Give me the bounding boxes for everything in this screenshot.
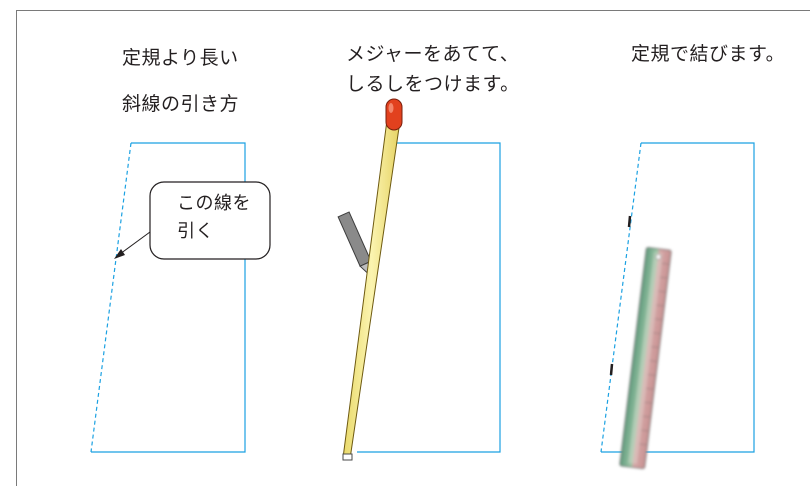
pointer-arrow bbox=[114, 231, 151, 259]
ruler-icon bbox=[619, 247, 672, 470]
callout-bubble bbox=[149, 181, 271, 260]
panel3-shape bbox=[600, 142, 755, 453]
panel1-title-line1: 定規より長い bbox=[122, 47, 239, 69]
diagram-frame bbox=[16, 10, 810, 486]
callout-text-line2: 引く bbox=[177, 221, 214, 242]
panel3-caption: 定規で結びます。 bbox=[631, 43, 786, 65]
panel2-shape bbox=[357, 142, 501, 453]
measuring-tape-icon bbox=[342, 98, 403, 461]
pencil-mark-bottom bbox=[609, 363, 614, 376]
pencil-mark-top bbox=[627, 215, 632, 228]
panel2-caption-line1: メジャーをあてて、 bbox=[346, 43, 520, 65]
callout-text-line1: この線を bbox=[177, 193, 251, 214]
panel1-shape bbox=[90, 142, 246, 453]
panel1-title-line2: 斜線の引き方 bbox=[122, 93, 240, 115]
panel2-caption-line2: しるしをつけます。 bbox=[346, 73, 520, 95]
